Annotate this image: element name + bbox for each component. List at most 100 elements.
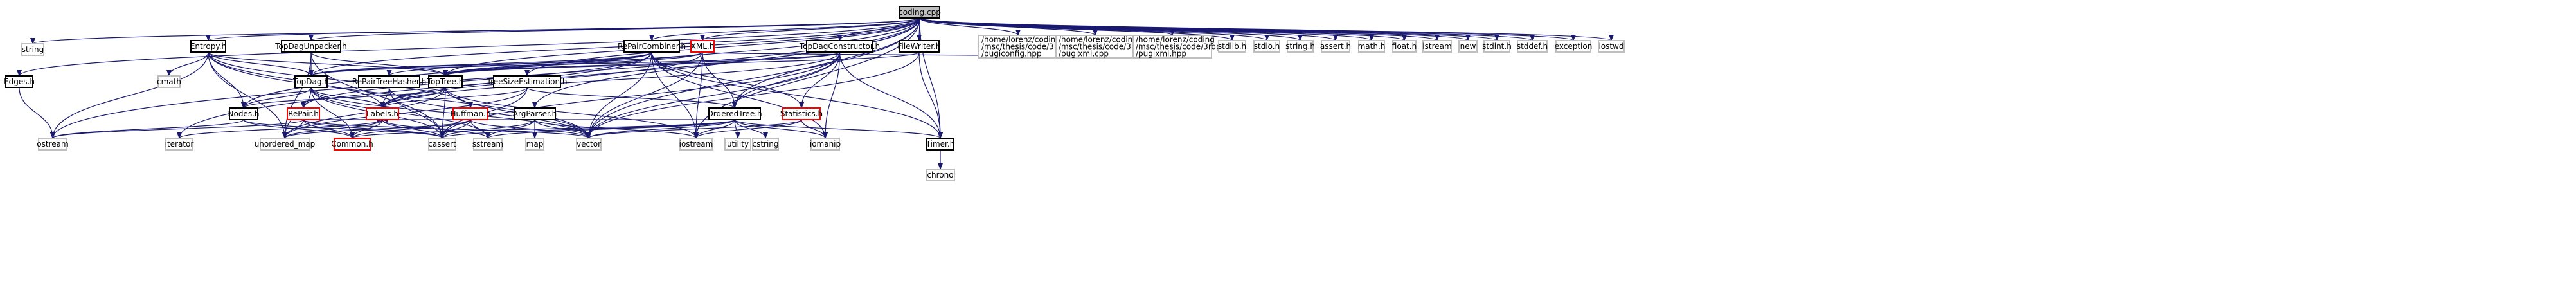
node-common-h[interactable]: Common.h: [331, 138, 373, 151]
node-label: cmath: [157, 77, 181, 86]
node-label: TreeSizeEstimation.h: [487, 77, 568, 86]
node-stdio-h: stdio.h: [1253, 40, 1280, 53]
node-label: iterator: [165, 140, 194, 149]
node-repairtreehasher-h[interactable]: RePairTreeHasher.h: [352, 75, 426, 88]
node-label-line: /home/lorenz/coding: [1136, 35, 1215, 44]
node-label: ArgParser.h: [513, 109, 557, 118]
node-box: [428, 138, 456, 151]
node-repaircombiner-h[interactable]: RePairCombiner.h: [618, 40, 686, 53]
node-label-line: Nodes.h: [228, 109, 260, 118]
node-box: [157, 75, 181, 88]
node-label: cstring: [752, 140, 778, 149]
node-filewriter-h[interactable]: FileWriter.h: [897, 40, 941, 53]
node-label-line: Timer.h: [926, 140, 955, 149]
edge-orderedtree_h-to-vector: [586, 119, 735, 139]
edge-toptree_h-to-nodes_h: [241, 87, 446, 109]
node-repair-h[interactable]: RePair.h: [287, 107, 320, 120]
node-box: [679, 138, 713, 151]
edge-coding_cpp-to-pugiconfig: [919, 17, 1021, 36]
node-topdag-h[interactable]: TopDag.h: [292, 75, 329, 88]
edge-coding_cpp-to-iostwd: [919, 17, 1614, 41]
edge-nodes_h-to-common_h: [243, 119, 355, 139]
node-label: utility: [727, 140, 749, 149]
node-statistics-h[interactable]: Statistics.h: [780, 107, 823, 120]
edge-coding_cpp-to-nodes_h: [241, 17, 920, 109]
edge-nodes_h-to-cassert: [243, 119, 445, 139]
node-box: [1422, 40, 1452, 53]
node-label: TopDagConstructor.h: [799, 42, 880, 51]
node-label-line: stddef.h: [1517, 42, 1548, 51]
node-label-line: TopDagUnpacker.h: [274, 42, 347, 51]
node-label: TopDag.h: [292, 77, 329, 86]
node-box: [428, 75, 463, 88]
edge-argparser_h-to-cassert: [440, 119, 535, 139]
node-timer-h[interactable]: Timer.h: [926, 138, 955, 151]
node-topdagunpacker-h[interactable]: TopDagUnpacker.h: [274, 40, 347, 53]
node-box: [1132, 35, 1212, 59]
node-label-line: stdlib.h: [1218, 42, 1246, 51]
node-huffman-h[interactable]: Huffman.h: [451, 107, 491, 120]
node-argparser-h[interactable]: ArgParser.h: [513, 107, 557, 120]
node-box: [708, 107, 761, 120]
edge-orderedtree_h-to-timer_h: [734, 119, 943, 139]
node-label: coding.cpp: [899, 8, 941, 17]
node-stddef-h: stddef.h: [1517, 40, 1548, 53]
node-label-line: XML.h: [691, 42, 715, 51]
node-entropy-h[interactable]: Entropy.h: [190, 40, 226, 53]
node-stdlib-h: stdlib.h: [1218, 40, 1246, 53]
node-label-line: iostwd: [1598, 42, 1623, 51]
node-treesizeestimation-h[interactable]: TreeSizeEstimation.h: [487, 75, 568, 88]
node-nodes-h[interactable]: Nodes.h: [228, 107, 260, 120]
node-label: Nodes.h: [228, 109, 260, 118]
node-label-line: Labels.h: [366, 109, 398, 118]
node-label-line: RePair.h: [288, 109, 319, 118]
node-label-line: FileWriter.h: [897, 42, 940, 51]
node-toptree-h[interactable]: TopTree.h: [427, 75, 464, 88]
node-coding-cpp[interactable]: coding.cpp: [899, 6, 941, 19]
node-label-line: chrono: [927, 170, 953, 179]
node-box: [5, 75, 33, 88]
edge-orderedtree_h-to-iomanip: [734, 119, 828, 139]
node-xml-h[interactable]: XML.h: [690, 40, 715, 53]
node-label: ostream: [37, 140, 68, 149]
node-orderedtree-h[interactable]: OrderedTree.h: [707, 107, 762, 120]
node-label: math.h: [1358, 42, 1386, 51]
node-label: map: [526, 140, 544, 149]
node-box: [229, 107, 258, 120]
edge-labels_h-to-iterator: [177, 119, 383, 139]
node-istream: istream: [1422, 40, 1452, 53]
node-box: [190, 40, 226, 53]
node-label: Common.h: [331, 140, 373, 149]
node-label: stdio.h: [1254, 42, 1280, 51]
edge-labels_h-to-unordered_map: [282, 119, 383, 139]
node-label-line: /pugixml.hpp: [1136, 49, 1186, 58]
edge-filewriter_h-to-timer_h: [918, 51, 943, 139]
node-box: [1218, 40, 1246, 53]
node-box: [623, 40, 680, 53]
node-box: [1483, 40, 1510, 53]
edge-labels_h-to-sstream: [382, 119, 490, 139]
node-label-line: cstring: [752, 140, 778, 149]
node-ostream: ostream: [37, 138, 69, 151]
node-label: FileWriter.h: [897, 42, 940, 51]
node-box: [978, 35, 1058, 59]
node-box: [1555, 40, 1591, 53]
node-label-line: RePairTreeHasher.h: [352, 77, 426, 86]
node-label: vector: [577, 140, 601, 149]
node-map: map: [525, 138, 544, 151]
node-box: [493, 75, 561, 88]
edge-coding_cpp-to-repaircombiner_h: [649, 17, 920, 41]
node-label: float.h: [1392, 42, 1417, 51]
edge-repaircombiner_h-to-topdag_h: [309, 51, 652, 77]
node-topdagconstructor-h[interactable]: TopDagConstructor.h: [799, 40, 880, 53]
edge-orderedtree_h-to-utility: [734, 119, 740, 139]
node-labels-h[interactable]: Labels.h: [366, 107, 399, 120]
node-iomanip: iomanip: [810, 138, 841, 151]
node-edges-h[interactable]: Edges.h: [4, 75, 35, 88]
node-label-line: ArgParser.h: [513, 109, 557, 118]
edge-topdagunpacker_h-to-cassert: [310, 51, 445, 139]
node-label-line: iterator: [165, 140, 194, 149]
node-label-line: /home/lorenz/coding: [1059, 35, 1138, 44]
